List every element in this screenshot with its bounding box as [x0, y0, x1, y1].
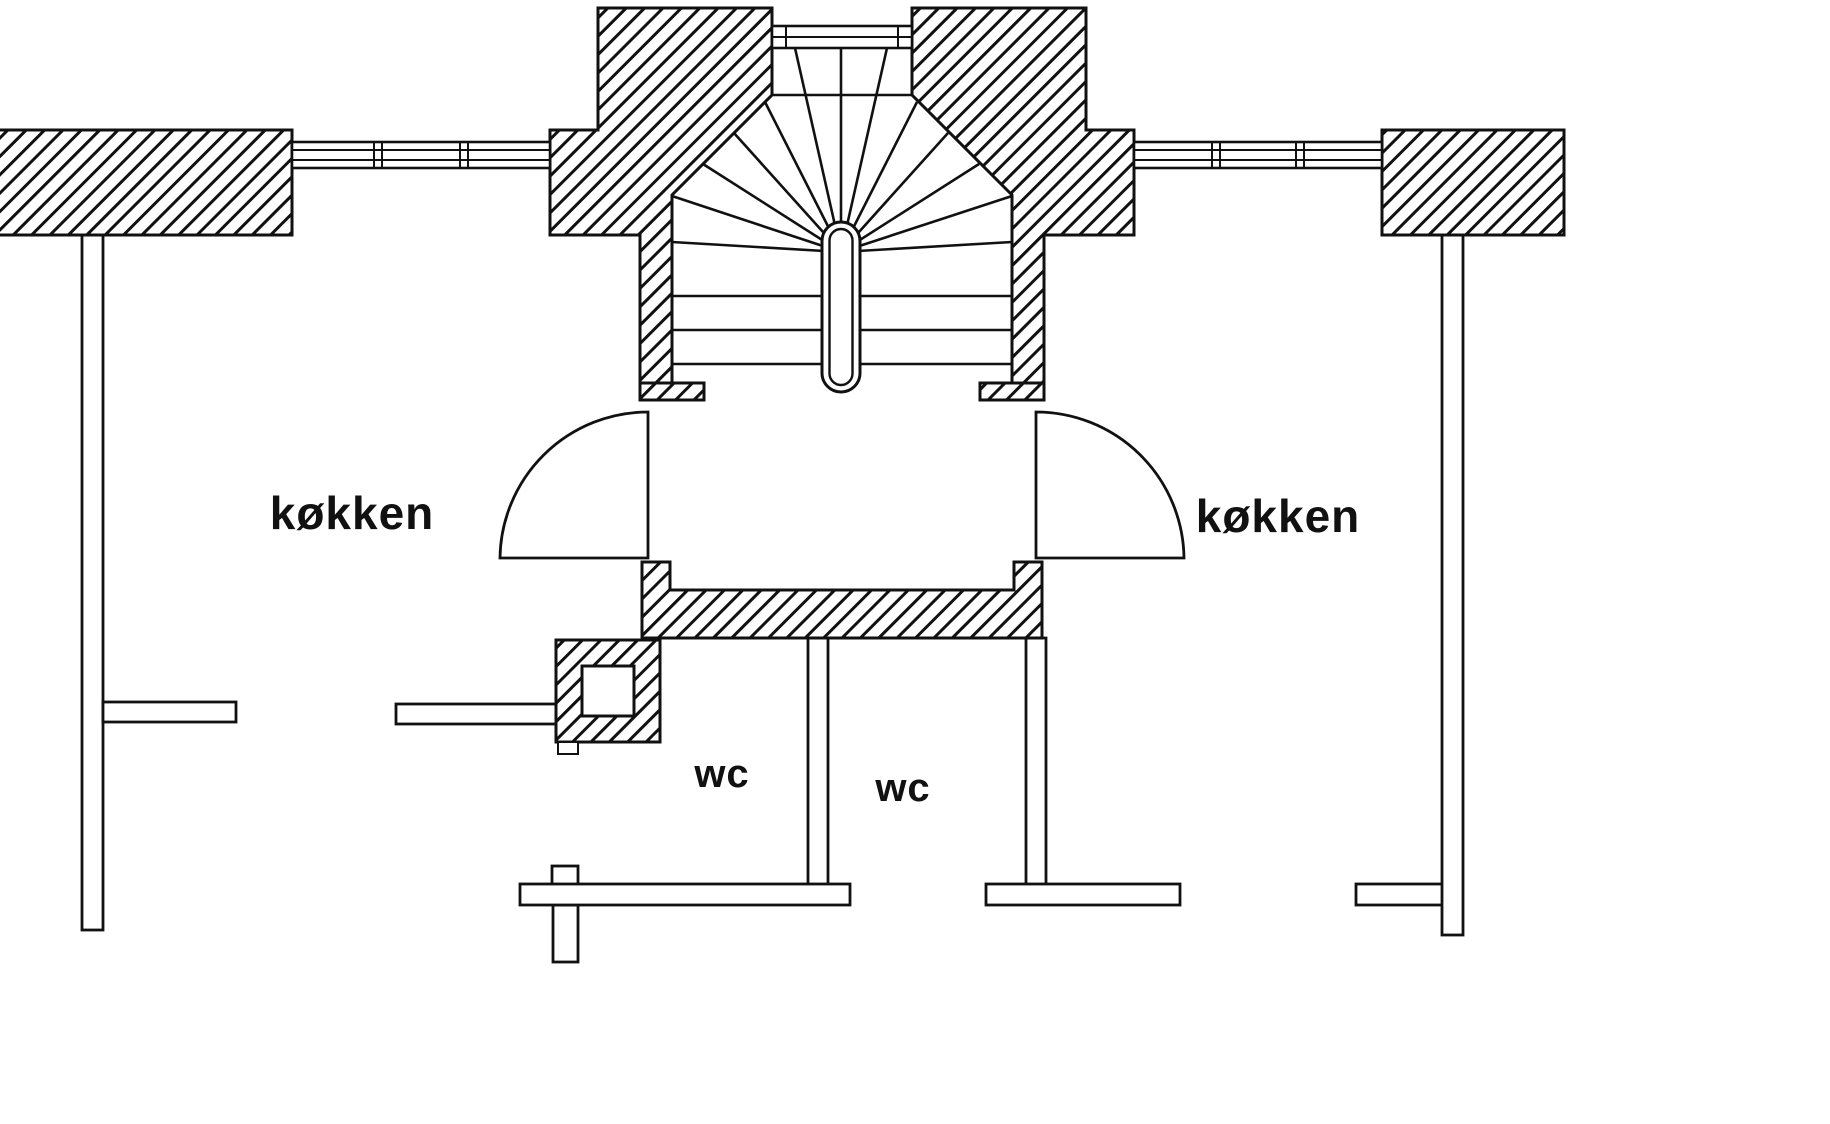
window-band-right — [1132, 140, 1384, 170]
window-band-left — [290, 140, 552, 170]
wall-bottom-right — [1354, 882, 1446, 907]
wall-left-exterior — [80, 231, 105, 932]
chimney-notch — [557, 741, 579, 755]
room-label-kitchen-right: køkken — [1195, 490, 1361, 542]
wall-bottom-mid-segment — [984, 882, 1182, 907]
wall-wc-right — [1024, 636, 1048, 890]
stair-wall-right — [910, 6, 1136, 400]
thin-walls — [80, 228, 1465, 964]
winder-fan — [671, 47, 1013, 254]
window-stairwell — [770, 24, 914, 50]
wall-right-exterior — [1440, 228, 1465, 937]
wall-tab-down — [551, 903, 580, 964]
chimney-flue — [580, 664, 636, 718]
room-label-kitchen-left: køkken — [269, 487, 435, 539]
hall-partition-band — [640, 560, 1044, 640]
stair-enclosure — [0, 6, 1566, 402]
stair-wall-foot-left — [638, 381, 706, 402]
stair-treads — [671, 47, 1013, 366]
door-swing-right — [1034, 410, 1186, 560]
stair-wall-foot-right — [978, 381, 1046, 402]
facade-block-right — [1380, 128, 1566, 237]
room-label-wc-left: wc — [694, 752, 750, 796]
chimney — [554, 638, 662, 755]
facade-block-left — [0, 128, 294, 237]
door-swing-left — [498, 410, 650, 560]
doors — [498, 410, 1186, 560]
wall-left-stub — [101, 700, 238, 724]
wall-kitchen-left — [394, 702, 558, 726]
wall-bottom-left-segment — [518, 882, 852, 907]
room-label-wc-right: wc — [875, 766, 931, 810]
windows — [290, 24, 1384, 170]
stair-wall-left — [548, 6, 774, 400]
wall-wc-left — [806, 636, 830, 890]
stair-newel-oval — [820, 220, 862, 394]
